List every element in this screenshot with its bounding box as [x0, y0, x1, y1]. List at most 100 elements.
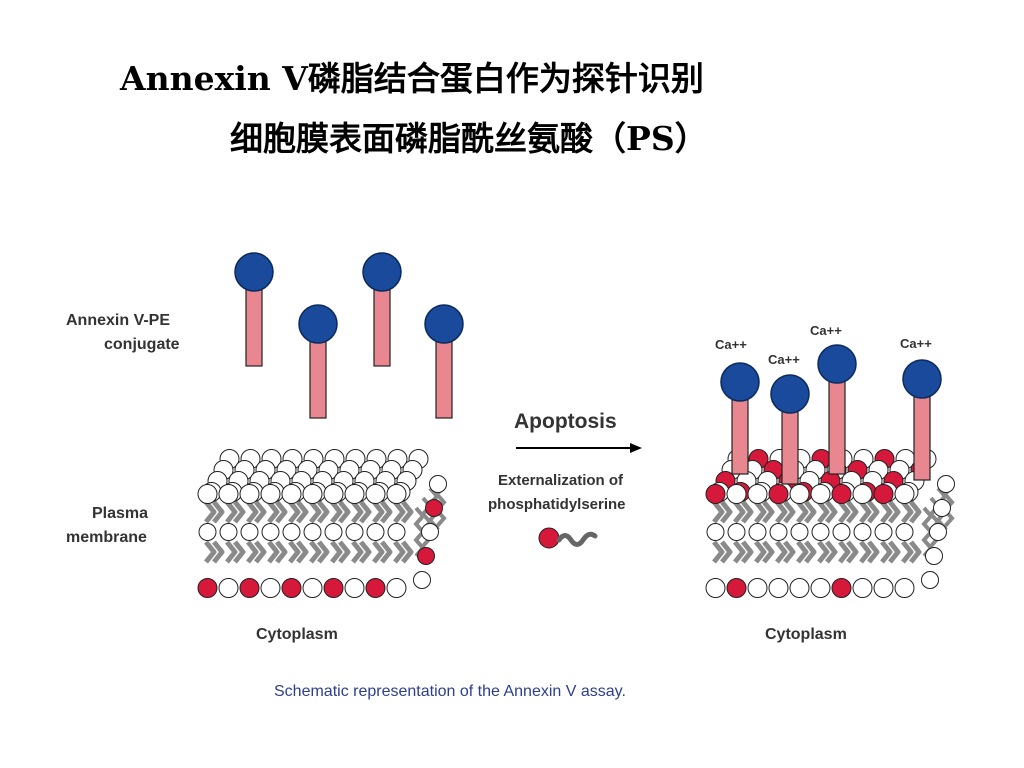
annexin-head	[234, 252, 274, 292]
lipid-head	[853, 523, 872, 541]
lipid-tail	[393, 500, 414, 524]
free-annexin-probes	[234, 252, 464, 419]
lipid-head	[921, 571, 939, 589]
lipid-tail	[204, 540, 225, 564]
lipid-tail	[733, 500, 754, 524]
calcium-label-4: Ca++	[900, 336, 932, 351]
lipid-tail	[225, 500, 246, 524]
lipid-head	[929, 523, 947, 541]
apoptosis-label: Apoptosis	[514, 410, 617, 433]
lipid-head	[344, 484, 365, 504]
lipid-tail	[817, 540, 838, 564]
lipid-head	[832, 523, 851, 541]
lipid-tail	[796, 540, 817, 564]
lipid-head	[705, 578, 726, 598]
lipid-head	[937, 475, 955, 493]
lipid-tail	[372, 500, 393, 524]
lipid-head	[874, 523, 893, 541]
phosphatidylserine-head	[726, 578, 747, 598]
lipid-head	[387, 523, 406, 541]
lipid-head	[852, 484, 873, 504]
phosphatidylserine-head	[323, 578, 344, 598]
title-line-1: Annexin V磷脂结合蛋白作为探针识别	[120, 59, 704, 98]
left-plasma-membrane	[197, 449, 447, 598]
lipid-tail	[225, 540, 246, 564]
calcium-label-1: Ca++	[715, 337, 747, 352]
phosphatidylserine-head	[831, 484, 852, 504]
phosphatidylserine-head	[831, 578, 852, 598]
annexin-stem	[913, 388, 931, 481]
phosphatidylserine-head	[197, 578, 218, 598]
externalization-label-line-2: phosphatidylserine	[488, 496, 626, 513]
lipid-tail	[775, 540, 796, 564]
lipid-head	[239, 484, 260, 504]
conjugate-label-line-2: conjugate	[104, 336, 180, 353]
calcium-label-3: Ca++	[810, 323, 842, 338]
lipid-tail	[246, 500, 267, 524]
lipid-tail	[351, 500, 372, 524]
lipid-head	[366, 523, 385, 541]
lipid-head	[727, 523, 746, 541]
phosphatidylserine-head	[365, 578, 386, 598]
lipid-tail	[330, 540, 351, 564]
lipid-tail	[267, 500, 288, 524]
annexin-stem	[309, 333, 327, 419]
phosphatidylserine-head	[281, 578, 302, 598]
lipid-head	[281, 484, 302, 504]
lipid-head	[219, 523, 238, 541]
annexin-stem	[828, 373, 846, 475]
lipid-tail	[859, 540, 880, 564]
annexin-stem	[245, 281, 263, 367]
phosphatidylserine-legend-icon	[538, 527, 598, 549]
lipid-head	[706, 523, 725, 541]
phosphatidylserine-head	[417, 547, 435, 565]
lipid-head	[810, 578, 831, 598]
annexin-stem	[731, 391, 749, 475]
bound-annexin-probes	[720, 344, 942, 485]
lipid-head	[421, 523, 439, 541]
annexin-head	[298, 304, 338, 344]
plasma-membrane-label-line-2: membrane	[66, 529, 147, 546]
lipid-tail	[309, 540, 330, 564]
lipid-head	[726, 484, 747, 504]
lipid-head	[386, 484, 407, 504]
lipid-head	[324, 523, 343, 541]
lipid-tail	[754, 540, 775, 564]
phosphatidylserine-head	[425, 499, 443, 517]
lipid-tail	[754, 500, 775, 524]
lipid-head	[197, 484, 218, 504]
lipid-head	[811, 523, 830, 541]
lipid-head	[386, 578, 407, 598]
annexin-head	[902, 359, 942, 399]
lipid-head	[789, 578, 810, 598]
lipid-head	[429, 475, 447, 493]
lipid-head	[344, 578, 365, 598]
lipid-head	[895, 523, 914, 541]
calcium-label-2: Ca++	[768, 352, 800, 367]
annexin-head	[424, 304, 464, 344]
lipid-head	[748, 523, 767, 541]
lipid-tail	[267, 540, 288, 564]
lipid-tail	[901, 500, 922, 524]
figure-caption: Schematic representation of the Annexin …	[274, 683, 626, 700]
lipid-tail	[880, 540, 901, 564]
lipid-head	[768, 578, 789, 598]
lipid-head	[260, 484, 281, 504]
lipid-head	[218, 578, 239, 598]
lipid-head	[894, 484, 915, 504]
plasma-membrane-label-line-1: Plasma	[92, 505, 148, 522]
lipid-head	[302, 578, 323, 598]
lipid-head	[413, 571, 431, 589]
lipid-head	[747, 578, 768, 598]
lipid-tail	[796, 500, 817, 524]
apoptosis-arrow-head	[630, 443, 642, 453]
lipid-head	[790, 523, 809, 541]
lipid-tail	[288, 500, 309, 524]
annexin-assay-diagram: Annexin V-PE conjugate Plasma membrane C…	[66, 252, 955, 700]
lipid-head	[302, 484, 323, 504]
lipid-tail	[393, 540, 414, 564]
lipid-head	[345, 523, 364, 541]
cytoplasm-label-right: Cytoplasm	[765, 626, 847, 643]
lipid-head	[323, 484, 344, 504]
annexin-head	[720, 362, 760, 402]
